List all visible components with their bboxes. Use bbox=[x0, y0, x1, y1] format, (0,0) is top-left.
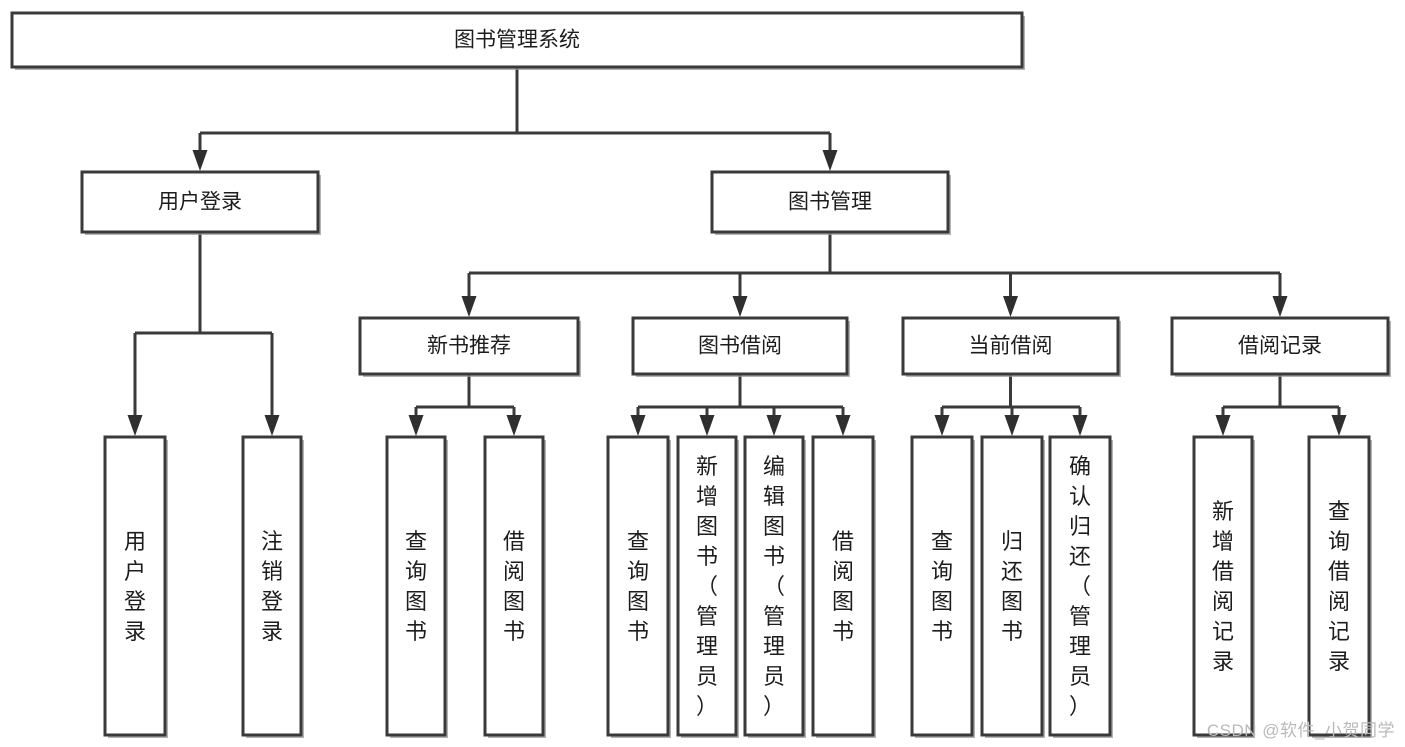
connector-new-book-recommend bbox=[408, 374, 522, 436]
node-current-borrow[interactable]: 当前借阅 bbox=[901, 316, 1121, 377]
node-label: 当前借阅 bbox=[969, 335, 1053, 358]
node-label: 图书借阅 bbox=[698, 335, 782, 358]
node-leaf-query-book-borrow[interactable]: 查询图书 bbox=[606, 435, 671, 738]
node-rect[interactable] bbox=[631, 316, 849, 376]
node-label: 借阅图书 bbox=[503, 529, 525, 644]
node-label: 新增借阅记录 bbox=[1212, 499, 1234, 674]
arrow-head-icon bbox=[506, 415, 522, 436]
node-rect[interactable] bbox=[483, 435, 545, 737]
node-label: 借阅图书 bbox=[832, 529, 854, 644]
node-user-login[interactable]: 用户登录 bbox=[80, 170, 321, 235]
nodes-layer: 图书管理系统用户登录图书管理新书推荐图书借阅当前借阅借阅记录用户登录注销登录查询… bbox=[10, 11, 1391, 738]
node-rect[interactable] bbox=[980, 435, 1044, 737]
node-rect[interactable] bbox=[1170, 316, 1390, 376]
node-leaf-borrow-book-rec[interactable]: 借阅图书 bbox=[483, 435, 546, 738]
connector-current-borrow bbox=[934, 374, 1088, 436]
arrow-head-icon bbox=[1004, 415, 1020, 436]
node-rect[interactable] bbox=[606, 435, 670, 737]
arrow-head-icon bbox=[1215, 415, 1231, 436]
node-label: 新增图书（管理员） bbox=[696, 454, 718, 719]
arrow-head-icon bbox=[192, 150, 208, 171]
node-book-manage[interactable]: 图书管理 bbox=[710, 170, 951, 235]
node-label: 查询图书 bbox=[627, 529, 649, 644]
arrow-head-icon bbox=[732, 296, 748, 317]
arrow-head-icon bbox=[127, 415, 143, 436]
connector-root bbox=[192, 67, 838, 171]
arrow-head-icon bbox=[264, 415, 280, 436]
node-leaf-confirm-return-admin[interactable]: 确认归还（管理员） bbox=[1048, 435, 1113, 738]
node-label: 查询图书 bbox=[405, 529, 427, 644]
node-label: 用户登录 bbox=[124, 529, 146, 644]
node-leaf-add-book-admin[interactable]: 新增图书（管理员） bbox=[676, 435, 739, 738]
arrow-head-icon bbox=[766, 415, 782, 436]
node-label: 归还图书 bbox=[1001, 529, 1023, 644]
arrow-head-icon bbox=[461, 296, 477, 317]
node-rect[interactable] bbox=[910, 435, 974, 737]
node-rect[interactable] bbox=[676, 435, 738, 737]
node-rect[interactable] bbox=[1192, 435, 1254, 737]
node-rect[interactable] bbox=[743, 435, 805, 737]
node-rect[interactable] bbox=[1307, 435, 1371, 737]
node-rect[interactable] bbox=[103, 435, 167, 737]
node-label: 注销登录 bbox=[261, 529, 283, 644]
node-rect[interactable] bbox=[1048, 435, 1112, 737]
node-rect[interactable] bbox=[385, 435, 447, 737]
node-label: 图书管理 bbox=[788, 191, 872, 214]
node-leaf-query-book-rec[interactable]: 查询图书 bbox=[385, 435, 448, 738]
node-rect[interactable] bbox=[710, 170, 950, 234]
node-label: 编辑图书（管理员） bbox=[763, 454, 785, 719]
node-rect[interactable] bbox=[358, 316, 580, 376]
arrow-head-icon bbox=[699, 415, 715, 436]
node-leaf-return-book[interactable]: 归还图书 bbox=[980, 435, 1045, 738]
node-root[interactable]: 图书管理系统 bbox=[10, 11, 1025, 70]
arrow-head-icon bbox=[1331, 415, 1347, 436]
node-leaf-query-book-current[interactable]: 查询图书 bbox=[910, 435, 975, 738]
node-label: 新书推荐 bbox=[427, 335, 511, 358]
node-label: 查询借阅记录 bbox=[1328, 499, 1350, 674]
node-rect[interactable] bbox=[901, 316, 1120, 376]
connector-borrow-record bbox=[1215, 374, 1347, 436]
node-label: 确认归还（管理员） bbox=[1069, 454, 1091, 719]
node-leaf-user-login[interactable]: 用户登录 bbox=[103, 435, 168, 738]
node-label: 图书管理系统 bbox=[454, 29, 580, 52]
node-leaf-add-borrow-record[interactable]: 新增借阅记录 bbox=[1192, 435, 1255, 738]
node-leaf-query-borrow-record[interactable]: 查询借阅记录 bbox=[1307, 435, 1372, 738]
arrow-head-icon bbox=[1003, 296, 1018, 317]
node-leaf-user-logout[interactable]: 注销登录 bbox=[241, 435, 304, 738]
arrow-head-icon bbox=[934, 415, 950, 436]
connector-book-manage bbox=[461, 232, 1288, 317]
arrow-head-icon bbox=[1272, 296, 1288, 317]
node-rect[interactable] bbox=[10, 11, 1024, 69]
arrow-head-icon bbox=[630, 415, 646, 436]
node-leaf-edit-book-admin[interactable]: 编辑图书（管理员） bbox=[743, 435, 806, 738]
connector-user-login bbox=[127, 232, 280, 436]
node-rect[interactable] bbox=[241, 435, 303, 737]
node-borrow-record[interactable]: 借阅记录 bbox=[1170, 316, 1391, 377]
node-rect[interactable] bbox=[80, 170, 320, 234]
arrow-head-icon bbox=[835, 415, 851, 436]
node-book-borrow[interactable]: 图书借阅 bbox=[631, 316, 850, 377]
connector-book-borrow bbox=[630, 374, 851, 436]
node-leaf-borrow-book[interactable]: 借阅图书 bbox=[811, 435, 876, 738]
arrow-head-icon bbox=[822, 150, 838, 171]
node-new-book-recommend[interactable]: 新书推荐 bbox=[358, 316, 581, 377]
arrow-head-icon bbox=[1072, 415, 1088, 436]
edges-layer bbox=[127, 67, 1347, 436]
node-label: 借阅记录 bbox=[1238, 335, 1322, 358]
arrow-head-icon bbox=[408, 415, 424, 436]
node-label: 查询图书 bbox=[931, 529, 953, 644]
node-rect[interactable] bbox=[811, 435, 875, 737]
node-label: 用户登录 bbox=[158, 191, 242, 214]
